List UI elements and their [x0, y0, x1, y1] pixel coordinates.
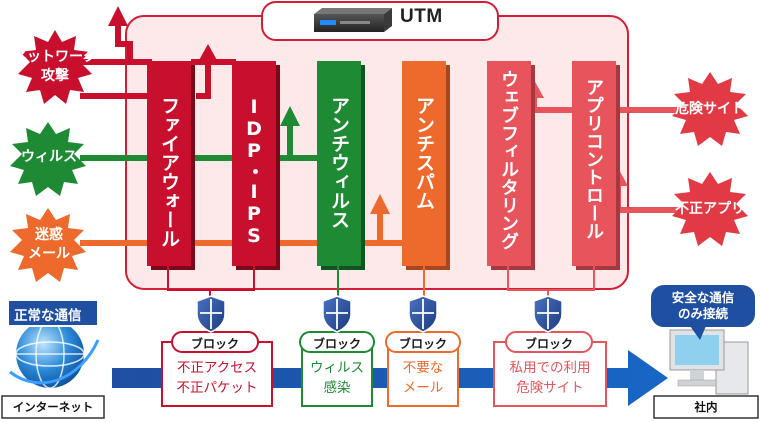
office-bubble-text: 安全な通信のみ接続 — [671, 290, 735, 321]
module-antispam: アンチスパム — [413, 96, 435, 210]
utm-title: UTM — [400, 6, 443, 27]
network-attack-lines — [80, 6, 218, 99]
office-bubble-tail — [690, 326, 706, 340]
internet-caption: インターネット — [12, 400, 94, 414]
burst-spam — [10, 208, 86, 282]
shield-icons — [196, 295, 563, 333]
block-result-antispam: 不要なメール — [402, 360, 444, 396]
threat-left-virus: ウィルス — [21, 149, 77, 165]
block-label-antispam: ブロック — [398, 337, 447, 351]
threat-bursts-right — [672, 72, 748, 246]
utm-device-icon — [314, 8, 392, 32]
threat-right-bad-app: 不正アプリ — [675, 201, 745, 217]
module-web-filtering: ウェブフィルタリング — [498, 70, 519, 250]
block-result-web: 私用での利用危険サイト — [509, 360, 591, 396]
internet-caption-box — [1, 395, 105, 419]
internet-globe-icon — [9, 319, 100, 389]
block-label-web: ブロック — [524, 337, 573, 351]
burst-bad-app — [672, 172, 748, 246]
module-app-control: アプリコントロール — [583, 78, 604, 240]
module-firewall: ファイアウォール — [158, 96, 180, 248]
normal-comm-label: 正常な通信 — [14, 308, 82, 324]
office-caption: 社内 — [694, 400, 718, 414]
threat-left-spam: 迷惑メール — [28, 227, 70, 262]
threat-right-danger-site: 危険サイト — [675, 101, 745, 117]
block-label-firewall: ブロック — [190, 337, 239, 351]
burst-danger-site — [672, 72, 748, 146]
module-antivirus: アンチウィルス — [328, 96, 350, 229]
burst-virus — [10, 122, 86, 196]
block-label-antivirus: ブロック — [312, 337, 361, 351]
burst-network — [18, 30, 92, 104]
block-result-antivirus: ウィルス感染 — [310, 360, 364, 396]
normal-comm-box — [7, 299, 99, 327]
module-idp-ips: IDP・IPS — [243, 96, 265, 247]
threat-bursts-left — [10, 30, 92, 282]
office-caption-box — [653, 395, 759, 419]
block-pills — [171, 331, 593, 353]
block-result-firewall: 不正アクセス不正パケット — [176, 360, 258, 396]
threat-left-network: ネットワーク攻撃 — [13, 49, 97, 84]
module-columns — [147, 61, 620, 270]
virus-lines — [80, 106, 330, 161]
office-computer-icon — [669, 329, 749, 395]
